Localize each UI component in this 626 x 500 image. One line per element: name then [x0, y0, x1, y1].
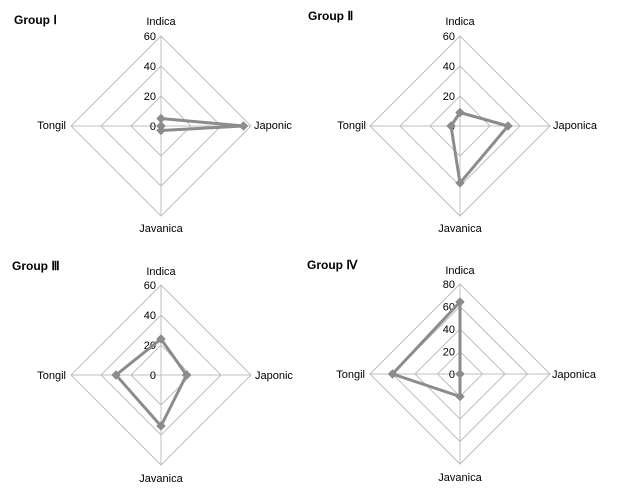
tick-label: 60: [443, 31, 455, 43]
axis-label-japonic: Japonic: [254, 120, 292, 132]
data-point: [387, 369, 398, 379]
data-point: [455, 107, 465, 118]
data-point: [455, 369, 465, 379]
axis-label-tongil: Tongil: [37, 370, 66, 382]
data-point: [455, 178, 465, 188]
chart-title: Group Ⅳ: [307, 258, 358, 272]
axis-label-indica: Indica: [146, 16, 176, 28]
tick-label: 20: [144, 91, 156, 103]
data-point: [156, 421, 166, 431]
tick-label: 0: [150, 121, 156, 133]
axis-label-indica: Indica: [445, 265, 475, 277]
tick-label: 20: [443, 91, 455, 103]
radar-chart-3: Group Ⅲ0204060IndicaJaponicJavanicaTongi…: [12, 259, 293, 485]
chart-title: Group Ⅱ: [308, 9, 353, 23]
axis-label-japonica: Japonica: [552, 369, 597, 381]
tick-label: 40: [144, 61, 156, 73]
axis-label-tongil: Tongil: [37, 120, 66, 132]
tick-label: 20: [443, 347, 455, 359]
data-point: [111, 370, 121, 380]
axis-label-javanica: Javanica: [139, 473, 183, 485]
data-point: [446, 121, 456, 131]
tick-label: 60: [144, 280, 156, 292]
axis-label-japonica: Japonica: [553, 120, 598, 132]
axis-label-indica: Indica: [445, 16, 475, 28]
series-line: [159, 117, 245, 132]
axis-label-indica: Indica: [146, 266, 176, 278]
radar-chart-4: Group Ⅳ020406080IndicaJaponicaJavanicaTo…: [307, 258, 597, 484]
data-point: [156, 334, 166, 344]
data-point: [503, 121, 513, 131]
data-point: [238, 121, 249, 131]
axis-label-japonic: Japonic: [255, 370, 293, 382]
axis-label-javanica: Javanica: [438, 472, 482, 484]
axis-label-javanica: Javanica: [139, 223, 183, 235]
radar-chart-2: Group Ⅱ0204060IndicaJaponicaJavanicaTong…: [308, 9, 598, 235]
tick-label: 40: [443, 61, 455, 73]
tick-label: 0: [150, 370, 156, 382]
chart-title: Group Ⅰ: [14, 13, 57, 27]
series-line: [114, 337, 188, 428]
axis-label-javanica: Javanica: [438, 223, 482, 235]
data-point: [181, 370, 192, 380]
data-point: [455, 297, 465, 307]
tick-label: 60: [144, 31, 156, 43]
data-point: [156, 121, 166, 131]
tick-label: 80: [443, 279, 455, 291]
axis-label-tongil: Tongil: [336, 369, 365, 381]
tick-label: 0: [449, 369, 455, 381]
data-point: [455, 391, 465, 402]
tick-label: 40: [443, 324, 455, 336]
chart-title: Group Ⅲ: [12, 259, 60, 273]
tick-label: 40: [144, 310, 156, 322]
axis-label-tongil: Tongil: [337, 120, 366, 132]
